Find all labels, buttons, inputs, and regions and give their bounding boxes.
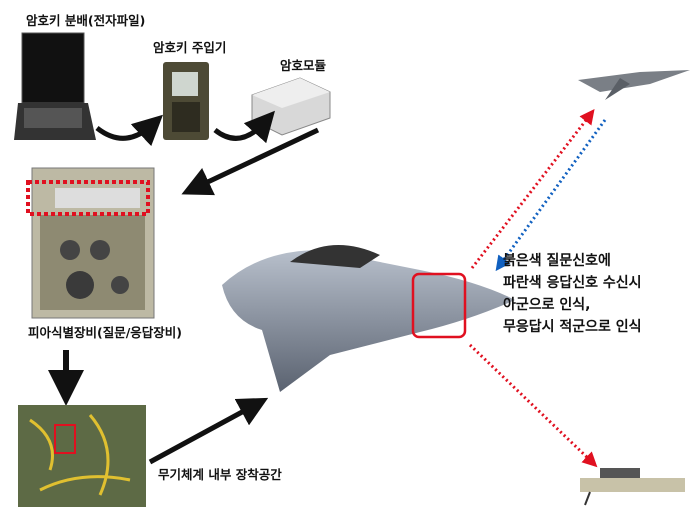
arrow-laptop-to-loader xyxy=(95,114,164,147)
interrogation-signal-down xyxy=(468,343,598,468)
iff-equipment-image xyxy=(31,167,155,319)
note-line: 붉은색 질문신호에 xyxy=(503,253,611,269)
hostile-aircraft-image xyxy=(580,468,685,506)
iff-explanation: 붉은색 질문신호에 파란색 응답신호 수신시 아군으로 인식, 무응답시 적군으… xyxy=(503,250,642,338)
arrow-module-to-iff xyxy=(181,127,320,196)
interrogation-signal-up xyxy=(470,109,595,269)
weapon-bay-image xyxy=(18,405,146,507)
arrow-bay-to-aircraft xyxy=(148,397,269,465)
label-crypto-module: 암호모듈 xyxy=(280,58,327,73)
note-line: 무응답시 적군으로 인식 xyxy=(503,319,642,335)
label-key-distribution: 암호키 분배(전자파일) xyxy=(26,13,146,28)
note-line: 파란색 응답신호 수신시 xyxy=(503,275,642,291)
friendly-aircraft-image xyxy=(578,70,690,100)
iff-antenna-highlight xyxy=(411,272,467,339)
label-iff-equipment: 피아식별장비(질문/응답장비) xyxy=(28,325,182,340)
crypto-module-highlight xyxy=(26,180,150,216)
reply-signal xyxy=(495,119,607,272)
arrow-loader-to-module xyxy=(213,110,275,144)
label-key-loader: 암호키 주입기 xyxy=(153,40,227,55)
key-loader-image xyxy=(163,62,209,140)
laptop-image xyxy=(14,32,96,140)
fighter-jet-image xyxy=(222,245,515,392)
note-line: 아군으로 인식, xyxy=(503,297,591,313)
label-weapon-bay: 무기체계 내부 장착공간 xyxy=(158,467,282,482)
